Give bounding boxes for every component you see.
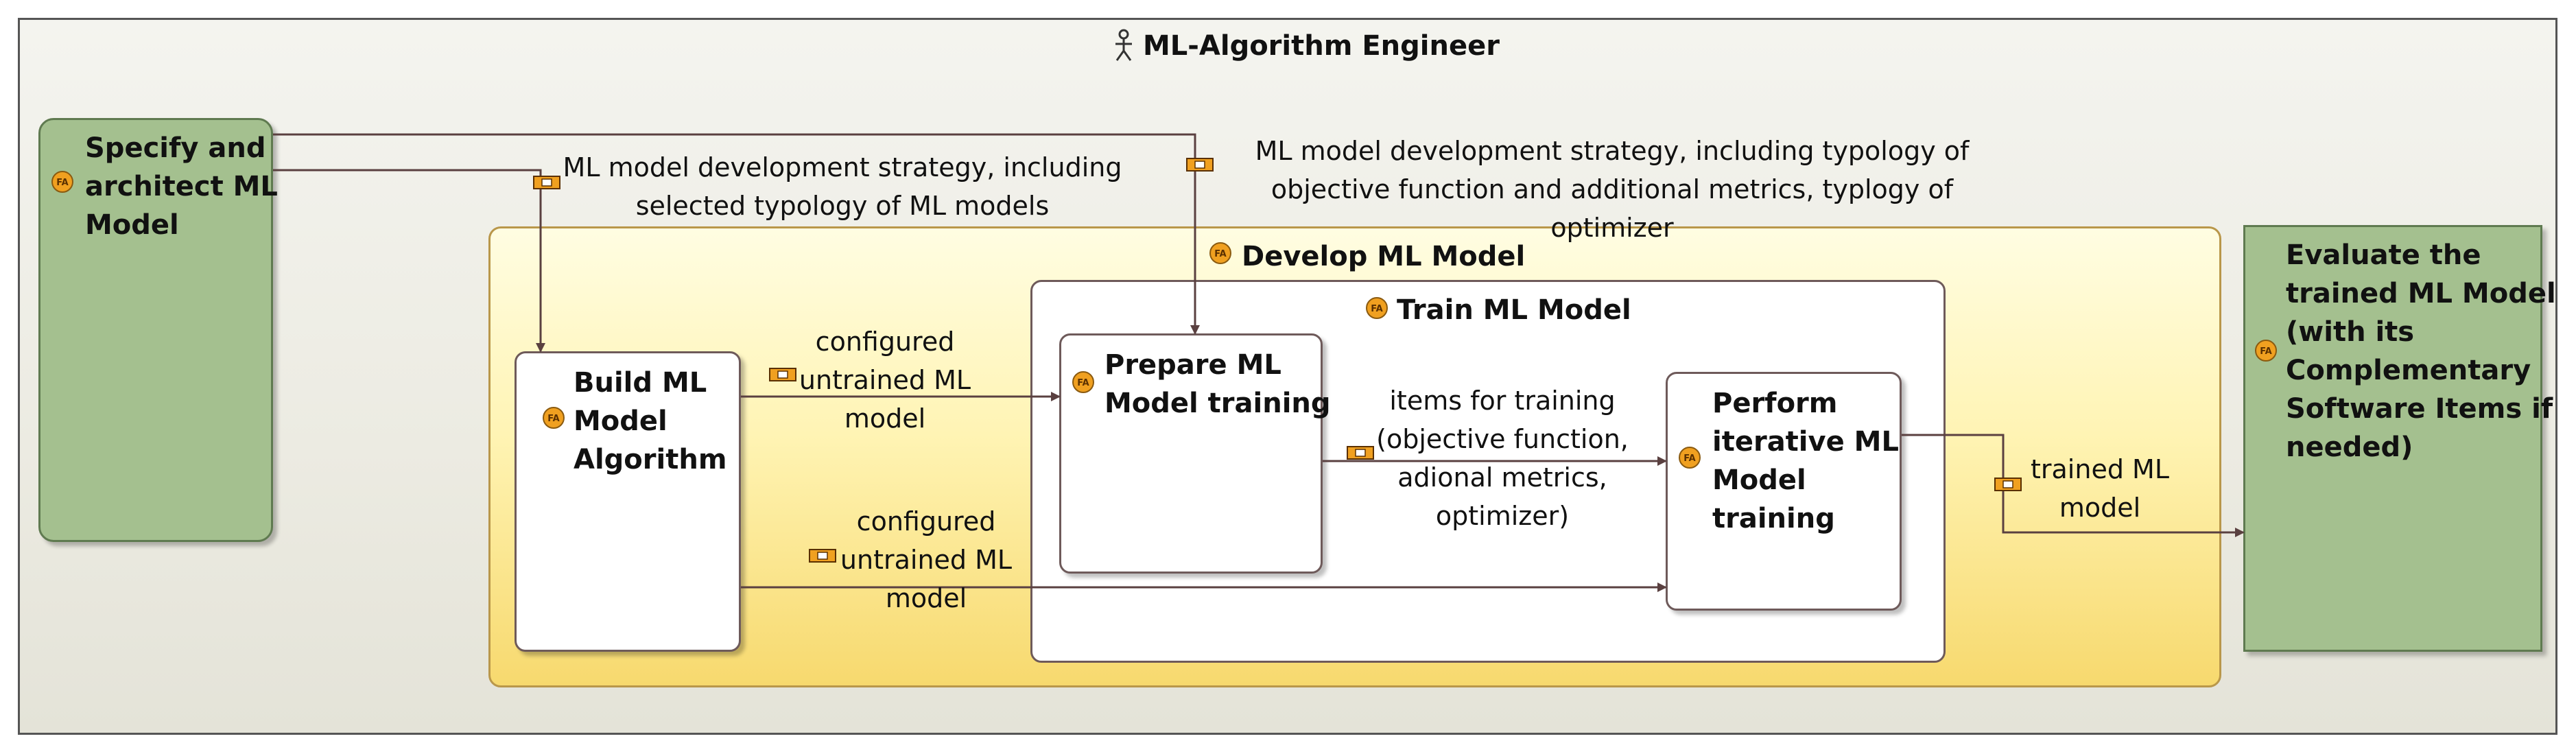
exchange-label-strategy-objective: ML model development strategy, including… [1255,136,1970,243]
actor-icon [1115,29,1132,61]
function-specify[interactable] [38,118,273,542]
function-train-title: Train ML Model [1397,294,1631,326]
function-build-title: Build ML Model Algorithm [574,367,727,475]
function-build[interactable] [515,351,741,652]
function-evaluate-title: Evaluate the trained ML Model (with its … [2286,239,2556,463]
function-evaluate[interactable] [2243,225,2542,652]
exchange-item-icon [1347,446,1374,460]
function-specify-title: Specify and architect ML Model [85,132,278,241]
svg-text:FA: FA [2260,346,2271,357]
function-icon: FA [1072,371,1094,393]
function-perform-title: Perform iterative ML Model training [1712,388,1899,534]
exchange-item-icon [769,368,796,381]
svg-text:FA: FA [56,178,68,188]
function-develop-title: Develop ML Model [1242,241,1526,272]
exchange-label-strategy-models: ML model development strategy, including… [563,152,1122,221]
function-prepare[interactable] [1059,333,1323,574]
svg-text:FA: FA [1683,453,1695,464]
function-icon: FA [543,407,565,429]
svg-text:FA: FA [547,414,559,424]
svg-text:FA: FA [1371,304,1382,314]
exchange-label-items-training: items for training (objective function, … [1376,386,1629,531]
exchange-item-icon [1186,158,1214,172]
function-perform[interactable] [1666,372,1902,611]
exchange-item-icon [809,549,836,563]
edge-strategy-models [273,169,545,353]
actor-title: ML-Algorithm Engineer [1143,30,1500,62]
exchange-label-configured-1: configured untrained ML model [799,327,971,434]
function-icon: FA [1209,242,1231,264]
function-icon: FA [51,171,73,193]
function-icon: FA [1679,447,1701,469]
exchange-item-icon [1994,478,2022,491]
exchange-label-configured-2: configured untrained ML model [840,506,1013,613]
function-icon: FA [1366,297,1388,319]
function-icon: FA [2255,340,2277,362]
svg-text:FA: FA [1077,378,1089,388]
svg-text:FA: FA [1214,249,1226,259]
function-prepare-title: Prepare ML Model training [1104,349,1331,419]
edge-strategy-objective [273,133,1200,335]
exchange-item-icon [533,176,560,189]
exchange-label-trained: trained ML model [2031,454,2169,523]
